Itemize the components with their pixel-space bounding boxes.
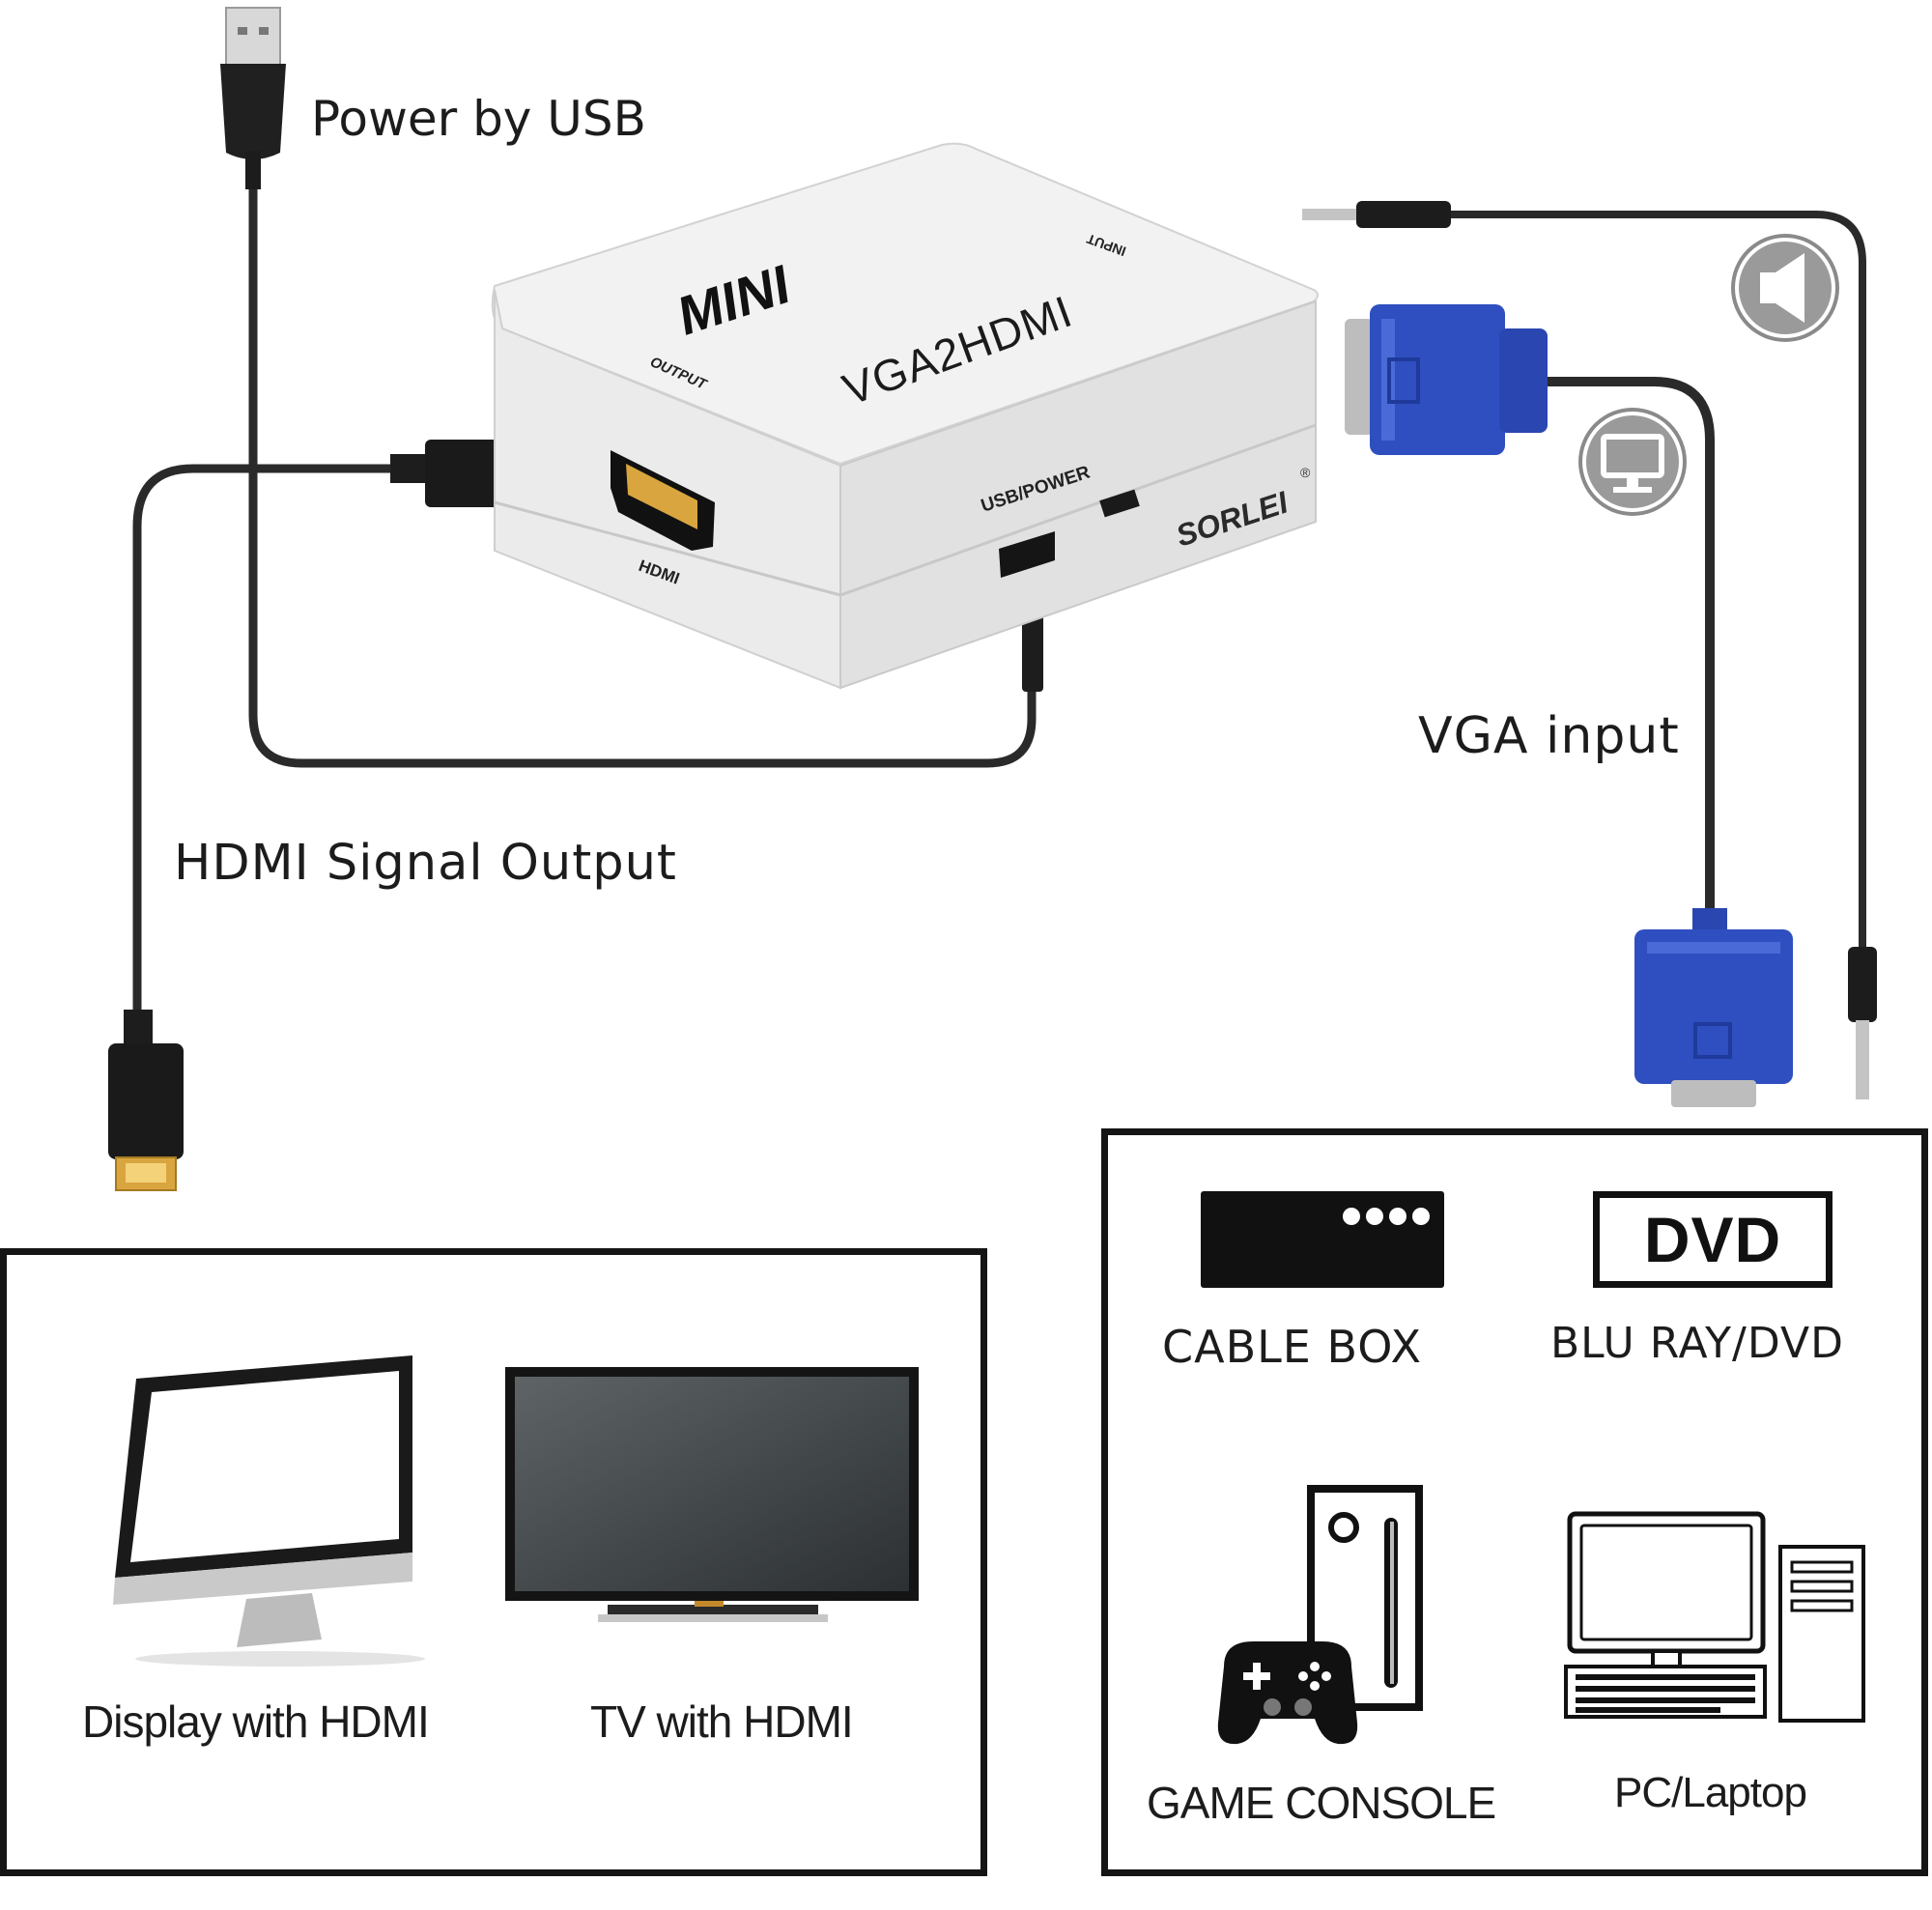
cable-box-label: CABLE BOX: [1162, 1321, 1422, 1373]
game-console-label: GAME CONSOLE: [1147, 1778, 1496, 1828]
audio-jack-bottom: [1848, 947, 1877, 1099]
tv-icon: [505, 1367, 919, 1622]
hdmi-plug-bottom: [108, 1010, 184, 1191]
game-console-icon: [1217, 1485, 1423, 1745]
pc-laptop-label: PC/Laptop: [1614, 1769, 1807, 1816]
audio-jack-top: [1302, 201, 1451, 228]
display-label: Display with HDMI: [82, 1696, 430, 1747]
hdmi-output-cable: [132, 464, 401, 1019]
dvd-badge: DVD: [1643, 1204, 1782, 1275]
output-devices-panel: Display with HDMI TV with HDMI: [0, 1248, 987, 1876]
monitor-icon: [113, 1355, 425, 1667]
power-label: Power by USB: [311, 91, 646, 147]
pc-icon: [1564, 1511, 1865, 1723]
monitor-badge-icon: [1578, 408, 1687, 516]
cable-box-icon: [1201, 1191, 1444, 1288]
vga-plug-bottom: [1634, 908, 1793, 1107]
tv-label: TV with HDMI: [590, 1696, 854, 1747]
dvd-player-icon: DVD: [1593, 1191, 1833, 1288]
hdmi-output-label: HDMI Signal Output: [174, 835, 677, 892]
vga-cable: [1541, 377, 1715, 923]
usb-power-cable: [248, 179, 1037, 768]
vga-input-label: VGA input: [1418, 707, 1680, 765]
vga-plug-device: [1345, 304, 1548, 455]
blu-ray-dvd-label: BLU RAY/DVD: [1550, 1319, 1844, 1368]
audio-cable: [1368, 211, 1866, 960]
source-devices-panel: CABLE BOX DVD BLU RAY/DVD GAME CONSOLE: [1101, 1128, 1928, 1876]
device-registered-mark: ®: [1300, 465, 1311, 480]
speaker-icon: [1731, 234, 1839, 342]
usb-a-plug: [220, 7, 286, 189]
converter-box: [491, 142, 1319, 690]
